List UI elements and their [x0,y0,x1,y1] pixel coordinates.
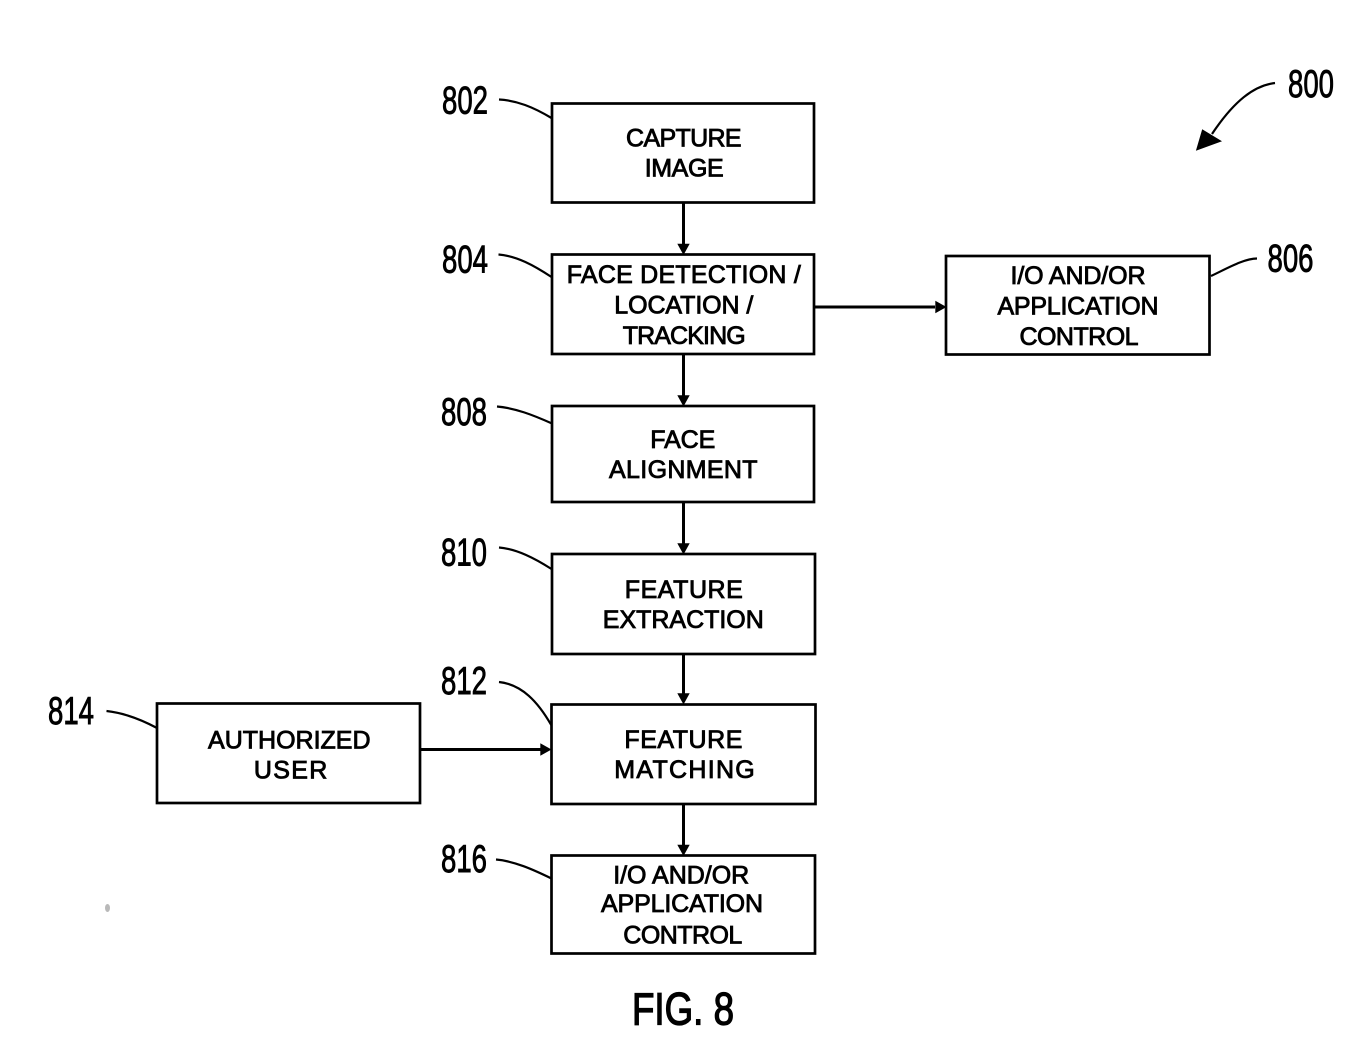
svg-text:810: 810 [441,532,487,575]
svg-text:FIG. 8: FIG. 8 [632,984,734,1035]
svg-text:FACE DETECTION /: FACE DETECTION / [567,261,801,289]
svg-text:812: 812 [441,660,487,703]
svg-text:EXTRACTION: EXTRACTION [603,606,764,634]
svg-text:806: 806 [1268,238,1314,281]
svg-text:MATCHING: MATCHING [614,756,755,784]
svg-text:CONTROL: CONTROL [623,922,742,950]
svg-text:800: 800 [1288,63,1334,106]
svg-text:FACE: FACE [650,426,715,454]
svg-text:CAPTURE: CAPTURE [626,124,742,152]
svg-text:I/O AND/OR: I/O AND/OR [1011,262,1146,290]
svg-text:816: 816 [441,838,487,881]
svg-text:IMAGE: IMAGE [645,154,724,182]
svg-text:804: 804 [442,239,488,282]
svg-text:FEATURE: FEATURE [624,726,742,754]
svg-text:TRACKING: TRACKING [623,322,746,350]
svg-text:APPLICATION: APPLICATION [601,890,763,918]
svg-text:FEATURE: FEATURE [625,576,743,604]
svg-text:I/O AND/OR: I/O AND/OR [613,861,749,889]
svg-text:808: 808 [441,391,487,434]
svg-text:814: 814 [48,690,94,733]
svg-text:AUTHORIZED: AUTHORIZED [208,727,371,755]
svg-text:ALIGNMENT: ALIGNMENT [609,456,758,484]
svg-text:LOCATION /: LOCATION / [614,292,753,320]
svg-text:APPLICATION: APPLICATION [998,293,1159,321]
svg-text:802: 802 [442,80,488,123]
svg-text:CONTROL: CONTROL [1020,323,1139,351]
svg-text:USER: USER [254,757,328,785]
